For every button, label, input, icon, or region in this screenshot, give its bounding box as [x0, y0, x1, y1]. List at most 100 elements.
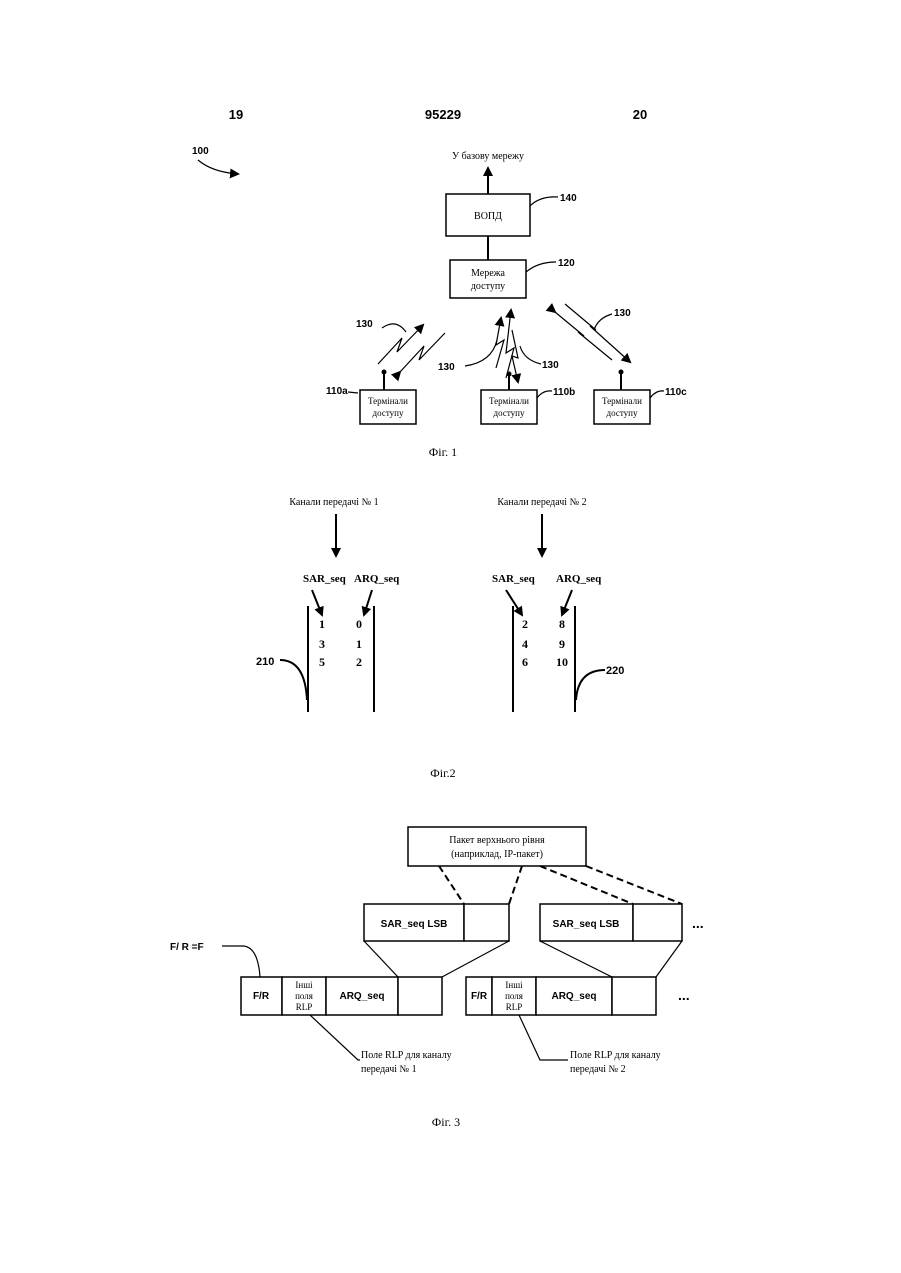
channel-1-sar-header: SAR_seq: [303, 573, 347, 585]
frame-2-arq-label: ARQ_seq: [551, 991, 596, 1002]
fr-flag-leader: [222, 946, 260, 977]
ref-100: 100: [192, 146, 209, 157]
channel-1-arq-2: 1: [356, 637, 362, 651]
upper-layer-packet-line1: Пакет верхнього рівня: [449, 835, 545, 846]
frame-1-note-line2: передачі № 1: [361, 1064, 417, 1075]
ref-140: 140: [560, 193, 577, 204]
figure-1-caption: Фіг. 1: [429, 445, 457, 459]
frame-2-note-line2: передачі № 2: [570, 1064, 626, 1075]
ref-130-leader-3: [520, 346, 541, 364]
frame-2-other-line2: поля: [505, 991, 523, 1001]
ref-130-4: 130: [614, 308, 631, 319]
access-network-box: [450, 260, 526, 298]
packet-to-segment-1-right: [509, 866, 522, 904]
packet-to-segment-2-left: [540, 866, 633, 904]
frame-2-other-line1: Інші: [505, 980, 523, 990]
frame-1-other-line2: поля: [295, 991, 313, 1001]
frame-ellipsis: ...: [678, 987, 690, 1003]
ref-110c: 110c: [665, 387, 687, 398]
ref-110a-leader: [348, 392, 358, 393]
ref-100-arrow: [198, 160, 238, 174]
ref-130-leader-2: [465, 340, 497, 366]
ref-130-2: 130: [438, 362, 455, 373]
core-network-label: У базову мережу: [452, 151, 524, 162]
ref-210-leader: [280, 660, 307, 700]
terminal-c-line1: Термінали: [602, 396, 642, 406]
channel-1-sar-1: 1: [319, 617, 325, 631]
frame-1-payload-field: [398, 977, 442, 1015]
channel-2-sar-3: 6: [522, 655, 528, 669]
fr-flag-label: F/ R =F: [170, 942, 204, 953]
patent-number: 95229: [425, 107, 461, 122]
ref-130-1: 130: [356, 319, 373, 330]
access-network-line2: доступу: [471, 281, 505, 292]
ref-120-leader: [526, 262, 556, 272]
figure-2: Канали передачі № 1 SAR_seq ARQ_seq 1 3 …: [256, 497, 624, 780]
frame-2-payload-field: [612, 977, 656, 1015]
segment-1-to-frame-right: [442, 941, 509, 977]
channel-2-arq-1: 8: [559, 617, 565, 631]
frame-1-other-line3: RLP: [296, 1002, 313, 1012]
ref-110a: 110a: [326, 386, 348, 397]
wireless-link-middle: [496, 310, 518, 382]
channel-1-sar-arrow: [312, 590, 322, 615]
packet-to-segment-1-left: [439, 866, 464, 904]
figure-2-caption: Фіг.2: [430, 766, 455, 780]
ref-110b-leader: [537, 391, 552, 398]
access-network-line1: Мережа: [471, 268, 506, 279]
segment-2-to-frame-left: [540, 941, 612, 977]
frame-2-other-line3: RLP: [506, 1002, 523, 1012]
wireless-link-left: [378, 325, 445, 372]
channel-1-title: Канали передачі № 1: [289, 497, 378, 508]
channel-1-arq-1: 0: [356, 617, 362, 631]
ref-130-leader-4: [594, 314, 612, 330]
ref-210: 210: [256, 656, 274, 668]
ref-130-3: 130: [542, 360, 559, 371]
upper-layer-packet-box: [408, 827, 586, 866]
channel-2-sar-1: 2: [522, 617, 528, 631]
frame-1-note-line1: Поле RLP для каналу: [361, 1050, 452, 1061]
upper-layer-packet-line2: (наприклад, IP-пакет): [451, 849, 543, 860]
channel-2-arq-arrow: [562, 590, 572, 615]
frame-1-fr-label: F/R: [253, 991, 270, 1002]
terminal-b-line1: Термінали: [489, 396, 529, 406]
channel-1-arq-header: ARQ_seq: [354, 573, 400, 585]
segment-2-payload-field: [633, 904, 682, 941]
segment-1-to-frame-left: [364, 941, 398, 977]
channel-1-sar-2: 3: [319, 637, 325, 651]
channel-2-arq-2: 9: [559, 637, 565, 651]
frame-2-note-leader: [519, 1015, 568, 1060]
terminal-a-line1: Термінали: [368, 396, 408, 406]
page-number-right: 20: [633, 107, 647, 122]
ref-120: 120: [558, 258, 575, 269]
ref-130-leader-1: [382, 324, 406, 332]
packet-to-segment-2-right: [586, 866, 682, 904]
channel-2-title: Канали передачі № 2: [497, 497, 586, 508]
channel-1-arq-arrow: [364, 590, 372, 615]
segment-2-sar-lsb-label: SAR_seq LSB: [553, 919, 620, 930]
channel-1-sar-3: 5: [319, 655, 325, 669]
page-number-left: 19: [229, 107, 243, 122]
segment-1-sar-lsb-label: SAR_seq LSB: [381, 919, 448, 930]
segment-2-to-frame-right: [656, 941, 682, 977]
terminal-b-line2: доступу: [494, 408, 525, 418]
ref-110b: 110b: [553, 387, 575, 398]
ref-220-leader: [576, 670, 605, 700]
ref-140-leader: [530, 197, 558, 206]
ref-220: 220: [606, 665, 624, 677]
page-header: 19 95229 20: [229, 107, 647, 122]
figure-1: 100 У базову мережу ВОПД 140 Мережа дост…: [192, 146, 687, 459]
ref-110c-leader: [650, 391, 664, 398]
figure-3: Пакет верхнього рівня (наприклад, IP-пак…: [170, 827, 704, 1129]
frame-1-arq-label: ARQ_seq: [339, 991, 384, 1002]
channel-2-sar-header: SAR_seq: [492, 573, 536, 585]
channel-2-sar-2: 4: [522, 637, 528, 651]
figure-3-caption: Фіг. 3: [432, 1115, 460, 1129]
segment-1-payload-field: [464, 904, 509, 941]
pdsn-label: ВОПД: [474, 211, 502, 222]
frame-1-note-leader: [310, 1015, 360, 1060]
channel-2-arq-3: 10: [556, 655, 568, 669]
frame-1-other-line1: Інші: [295, 980, 313, 990]
terminal-a-line2: доступу: [373, 408, 404, 418]
